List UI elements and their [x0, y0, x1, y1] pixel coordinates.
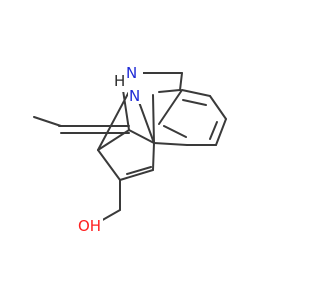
bond-ring-1	[119, 169, 154, 181]
bond-ring-2	[126, 166, 152, 175]
n-atom-label: N	[129, 87, 140, 105]
bond-cage-3	[122, 89, 130, 131]
bond-cage-12	[158, 89, 181, 93]
bond-benzene-6	[158, 89, 183, 125]
bond-benzene-inner-1	[182, 99, 207, 106]
bond-cage-7	[138, 101, 155, 144]
molecule-structure-diagram: H N N OH	[33, 64, 227, 235]
bond-cage-4	[97, 149, 121, 181]
bond-benzene-5	[153, 142, 188, 146]
bond-benzene-3	[215, 118, 227, 146]
bond-benzene-1	[181, 89, 211, 97]
bond-cage-8	[152, 142, 155, 171]
bond-cage-9	[152, 94, 155, 144]
bond-methyl-to-vinyl	[33, 116, 62, 127]
nh-hydrogen-label: H	[114, 72, 125, 90]
bond-cage-5	[97, 87, 132, 151]
bond-benzene-inner-2	[209, 121, 218, 140]
oh-label-background	[77, 214, 103, 235]
bond-cage-1	[97, 129, 130, 151]
n-label-background	[128, 86, 148, 104]
nh-nitrogen-label: N	[126, 64, 137, 82]
hydroxyl-label: OH	[78, 217, 101, 235]
bond-cage-2	[128, 129, 155, 144]
bond-benzene-inner-3	[163, 125, 187, 138]
bond-benzene-2	[209, 95, 227, 120]
bond-cage-11	[179, 72, 183, 91]
